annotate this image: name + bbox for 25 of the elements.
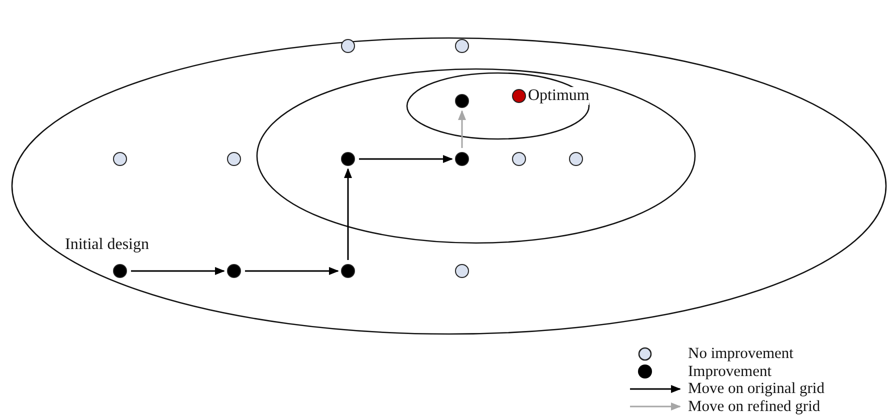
no-improvement-point [569, 152, 583, 166]
improvement-point [227, 264, 241, 278]
legend-text: Move on refined grid [688, 398, 820, 414]
legend-text: Move on original grid [688, 380, 824, 397]
no-improvement-point [227, 152, 241, 166]
legend-text: Improvement [688, 362, 772, 380]
optimum-label: Optimum [528, 87, 590, 105]
arrow [131, 267, 225, 275]
point-label: Initial design [65, 236, 149, 254]
legend-text: No improvement [688, 345, 794, 362]
no-improvement-point [455, 39, 469, 53]
improvement-point [455, 94, 469, 108]
optimum-point [512, 89, 526, 103]
improvement-point [113, 264, 127, 278]
improvement-point [455, 152, 469, 166]
arrow [344, 168, 352, 260]
improvement-point [341, 152, 355, 166]
no-improvement-point [512, 152, 526, 166]
arrow [458, 110, 466, 148]
arrow [245, 267, 339, 275]
no-improvement-point [341, 39, 355, 53]
no-improvement-point [455, 264, 469, 278]
no-improvement-point [113, 152, 127, 166]
improvement-point [341, 264, 355, 278]
arrow [359, 155, 453, 163]
